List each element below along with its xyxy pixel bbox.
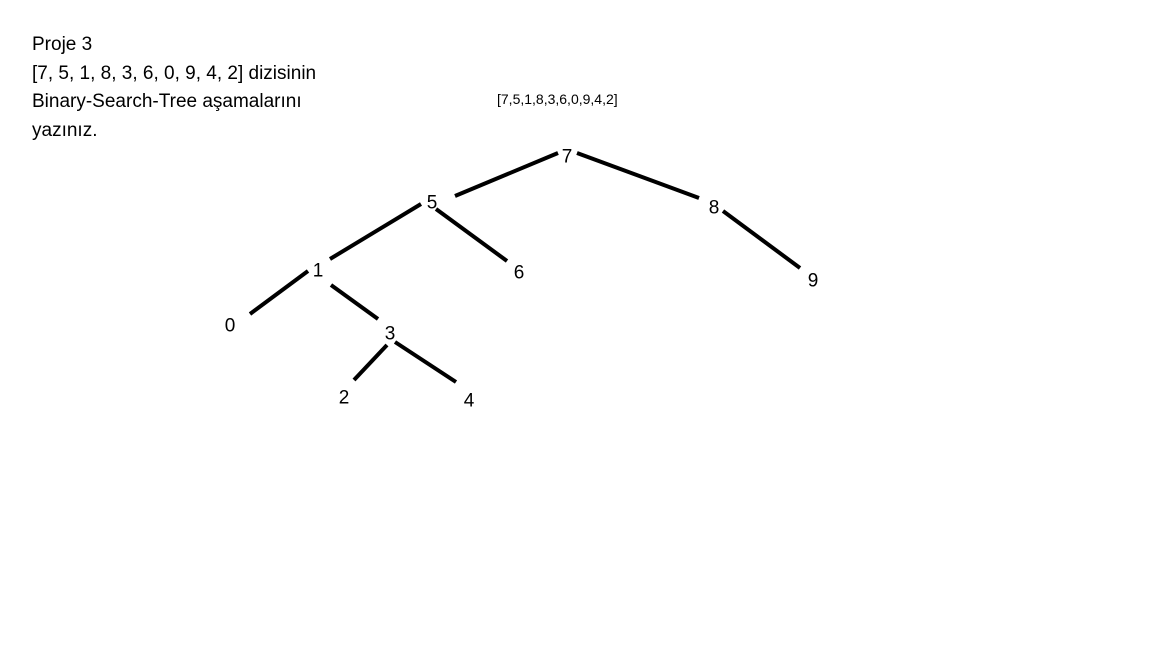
tree-edges	[248, 151, 802, 384]
tree-node-3: 3	[385, 324, 396, 345]
tree-edge-7-8	[576, 151, 700, 200]
tree-node-6: 6	[514, 263, 525, 284]
array-note: [7,5,1,8,3,6,0,9,4,2]	[497, 91, 618, 107]
tree-edge-8-9	[721, 209, 802, 270]
task-description: Proje 3 [7, 5, 1, 8, 3, 6, 0, 9, 4, 2] d…	[32, 31, 316, 145]
tree-edge-3-4	[393, 340, 458, 384]
task-instruction-line: Binary-Search-Tree aşamalarını	[32, 91, 302, 112]
tree-edge-5-6	[434, 207, 509, 263]
tree-edge-5-1	[328, 202, 423, 261]
tree-node-9: 9	[808, 271, 819, 292]
tree-node-4: 4	[464, 391, 475, 412]
tree-node-5: 5	[427, 193, 438, 214]
tree-edge-3-2	[352, 343, 389, 382]
tree-nodes: 7 5 8 1 6 9 0 3 2 4	[225, 147, 819, 412]
tree-node-7: 7	[562, 147, 573, 168]
tree-edge-7-5	[454, 151, 559, 198]
task-instruction-end: yazınız.	[32, 119, 98, 141]
tree-node-2: 2	[339, 388, 350, 409]
task-array-line: [7, 5, 1, 8, 3, 6, 0, 9, 4, 2] dizisinin	[32, 62, 317, 84]
task-title: Proje 3	[32, 34, 93, 55]
tree-node-8: 8	[709, 198, 720, 219]
tree-edge-1-0	[248, 269, 310, 316]
tree-node-1: 1	[313, 261, 324, 282]
tree-edge-1-3	[329, 283, 380, 321]
tree-node-0: 0	[225, 316, 236, 337]
